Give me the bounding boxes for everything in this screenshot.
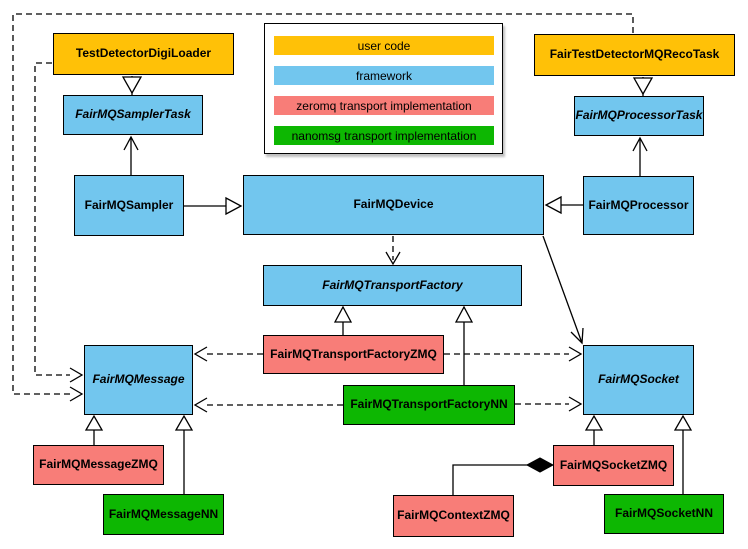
node-testdetectordigiloader: TestDetectorDigiLoader [53,33,234,75]
legend-box: user code framework zeromq transport imp… [264,23,503,154]
node-fairmqsampler: FairMQSampler [74,175,184,236]
node-fairmqsocketnn: FairMQSocketNN [604,494,724,534]
dependency-device-transportfactory [385,236,401,266]
dependency-factorynn-socket [515,396,583,412]
arrow-processor-processortask [632,136,648,176]
generalization-digiloader-samplertask [121,76,143,95]
node-fairmqtransportfactoryzmq: FairMQTransportFactoryZMQ [263,335,444,374]
generalization-sampler-device [184,196,243,216]
arrow-sampler-samplertask [123,135,139,175]
generalization-recotask-processortask [632,77,654,96]
node-fairmqtransportfactory: FairMQTransportFactory [263,265,522,306]
node-fairmqmessage: FairMQMessage [84,345,193,415]
legend-item-nanomsg: nanomsg transport implementation [274,126,494,145]
node-fairmqprocessortask: FairMQProcessorTask [574,96,704,136]
arrow-device-socket [542,235,584,345]
generalization-messagezmq-message [84,414,104,445]
node-fairmqsocket: FairMQSocket [583,345,694,415]
dependency-recotask-message [12,13,634,402]
node-fairmqprocessor: FairMQProcessor [583,176,694,235]
dependency-factoryzmq-message [193,346,263,362]
generalization-processor-device [544,195,583,215]
node-fairmqdevice: FairMQDevice [243,175,544,235]
legend-item-user-code: user code [274,36,494,55]
node-fairtestdetectormqrecotask: FairTestDetectorMQRecoTask [534,34,735,76]
node-fairmqmessagezmq: FairMQMessageZMQ [33,445,164,485]
generalization-factoryzmq-factory [333,305,353,335]
composition-contextzmq-socketzmq [452,457,555,495]
generalization-factorynn-factory [454,305,474,385]
generalization-socketnn-socket [673,414,693,494]
dependency-digiloader-message [34,62,84,383]
generalization-messagenn-message [174,414,194,494]
node-fairmqtransportfactorynn: FairMQTransportFactoryNN [343,385,515,425]
node-fairmqsocketzmq: FairMQSocketZMQ [553,445,674,486]
legend-item-zeromq: zeromq transport implementation [274,96,494,115]
generalization-socketzmq-socket [584,414,604,445]
node-fairmqsamplertask: FairMQSamplerTask [63,95,203,135]
dependency-factorynn-message [193,397,343,413]
node-fairmqmessagenn: FairMQMessageNN [103,494,224,535]
dependency-factoryzmq-socket [444,346,583,362]
node-fairmqcontextzmq: FairMQContextZMQ [393,495,514,537]
legend-item-framework: framework [274,66,494,85]
